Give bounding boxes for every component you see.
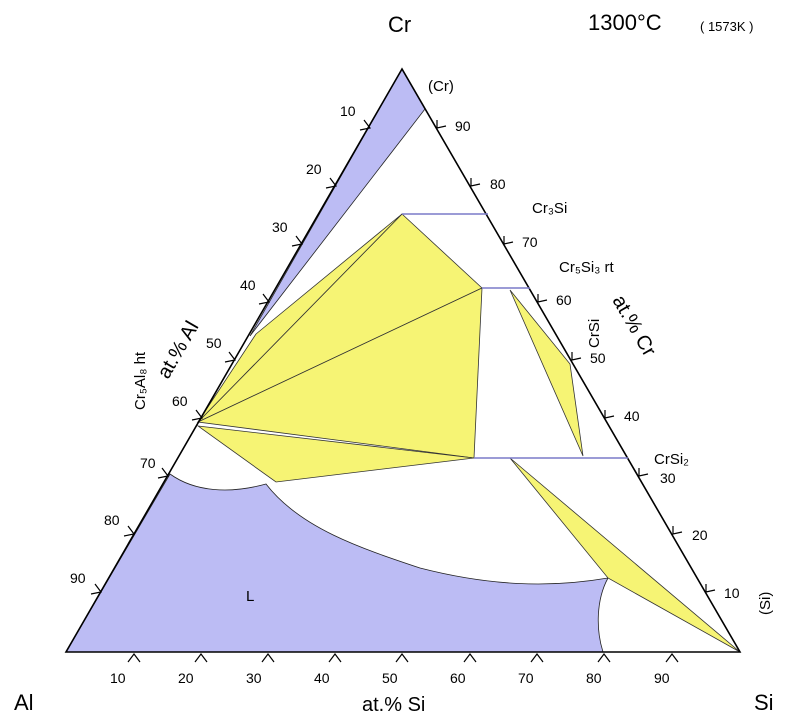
axis-title-al: at.% Al	[153, 318, 203, 383]
svg-text:40: 40	[240, 277, 256, 293]
phase-label-cr5si3: Cr₅Si₃ rt	[559, 259, 614, 276]
svg-text:90: 90	[70, 570, 86, 586]
svg-text:70: 70	[140, 455, 156, 471]
phase-label-crsi: CrSi	[586, 319, 603, 348]
svg-text:90: 90	[455, 118, 471, 134]
temperature-kelvin: ( 1573K )	[700, 19, 753, 34]
svg-text:60: 60	[556, 292, 572, 308]
svg-text:60: 60	[172, 393, 188, 409]
svg-text:10: 10	[724, 585, 740, 601]
phase-label-si: (Si)	[757, 592, 774, 615]
svg-text:20: 20	[178, 670, 194, 686]
svg-text:40: 40	[624, 408, 640, 424]
crsi2-si-region	[509, 457, 741, 653]
corner-cr-label: Cr	[388, 12, 411, 37]
svg-text:50: 50	[206, 335, 222, 351]
right-ticks	[436, 120, 716, 593]
bottom-tick-labels: 10 20 30 40 50 60 70 80 90	[110, 670, 670, 686]
svg-text:20: 20	[306, 161, 322, 177]
svg-text:50: 50	[590, 350, 606, 366]
svg-text:30: 30	[272, 219, 288, 235]
cr5si3-crsi-region	[509, 289, 584, 457]
svg-text:80: 80	[104, 512, 120, 528]
phase-label-cr5al8: Cr₅Al₈ ht	[132, 351, 149, 410]
cr5al8-cr5si3-region	[196, 287, 483, 459]
svg-text:40: 40	[314, 670, 330, 686]
phase-label-cr3si: Cr₃Si	[532, 200, 567, 217]
svg-text:20: 20	[692, 527, 708, 543]
svg-text:80: 80	[586, 670, 602, 686]
svg-text:90: 90	[654, 670, 670, 686]
svg-text:60: 60	[450, 670, 466, 686]
liquid-region	[65, 473, 609, 653]
corner-al-label: Al	[14, 690, 34, 715]
right-tick-labels: 90 80 70 60 50 40 30 20 10	[455, 118, 740, 601]
axis-title-si: at.% Si	[362, 694, 425, 716]
svg-text:50: 50	[382, 670, 398, 686]
svg-text:30: 30	[246, 670, 262, 686]
phase-label-crsi2: CrSi₂	[654, 451, 689, 468]
left-ticks	[90, 119, 372, 595]
svg-text:30: 30	[660, 470, 676, 486]
phase-label-liquid: L	[246, 588, 254, 605]
phase-label-cr: (Cr)	[428, 78, 454, 95]
corner-si-label: Si	[754, 690, 774, 715]
bottom-ticks	[127, 653, 679, 663]
cr-cr5al8-region	[197, 213, 403, 423]
svg-text:80: 80	[490, 176, 506, 192]
svg-text:70: 70	[518, 670, 534, 686]
cr5al8-crsi2-region	[196, 425, 475, 483]
svg-text:70: 70	[522, 234, 538, 250]
left-tick-labels: 10 20 30 40 50 60 70 80 90	[70, 103, 356, 586]
svg-text:10: 10	[110, 670, 126, 686]
axis-title-cr: at.% Cr	[608, 292, 661, 361]
svg-text:10: 10	[340, 103, 356, 119]
temperature-celsius: 1300°C	[588, 10, 662, 35]
